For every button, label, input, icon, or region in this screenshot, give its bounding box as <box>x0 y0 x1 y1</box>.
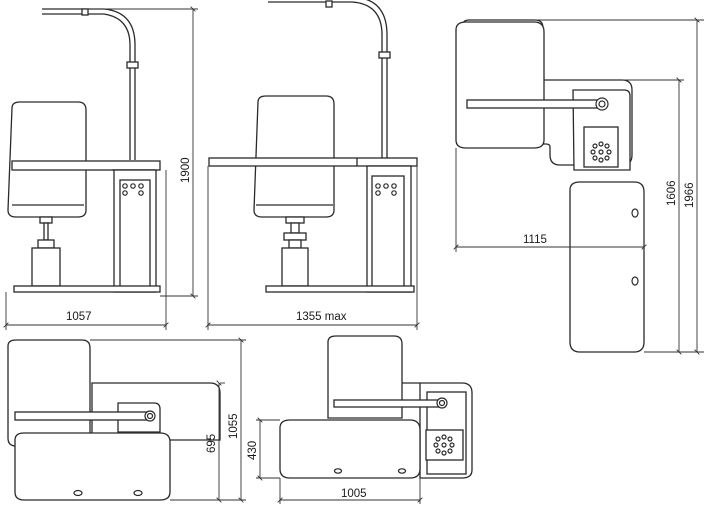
dim-bottom-left-inner: 695 <box>206 434 218 453</box>
chair-top <box>7 339 91 447</box>
dim-bottom-left-outer: 1055 <box>228 413 240 439</box>
dim-front-width: 1057 <box>66 311 92 323</box>
tabletop <box>11 160 161 171</box>
tabletop <box>466 99 604 109</box>
floor-plate <box>265 285 415 293</box>
chair-top <box>455 21 545 149</box>
tabletop <box>14 411 152 421</box>
dim-top-length-inner: 1606 <box>666 180 678 206</box>
lamp-clamp <box>126 61 139 69</box>
view-top-left: 695 1055 <box>7 339 246 501</box>
dim-top-depth: 1115 <box>523 234 547 246</box>
dim-top-length-outer: 1966 <box>684 182 696 208</box>
floor-plate-top <box>569 181 645 353</box>
dim-side-width: 1355 max <box>296 311 347 323</box>
view-top: 1115 1606 1966 <box>456 20 704 352</box>
view-side: 1355 max <box>208 0 417 330</box>
lamp-arm <box>42 13 131 160</box>
dim-bottom-right-height: 430 <box>247 441 259 460</box>
floor-plate-top <box>279 419 421 479</box>
floor-plate <box>13 285 161 293</box>
chair-back <box>7 101 87 218</box>
tabletop <box>208 157 418 167</box>
floor-plate-top <box>14 432 171 501</box>
dim-front-height: 1900 <box>180 157 192 183</box>
chair-base <box>31 247 61 287</box>
tabletop <box>333 399 443 408</box>
chair-top <box>327 335 403 419</box>
chair-base <box>281 247 309 287</box>
view-front: 1057 1900 <box>6 9 198 330</box>
dim-bottom-right-width: 1005 <box>341 488 367 500</box>
view-top-right: 430 1005 <box>247 335 473 504</box>
lamp-arm <box>268 1 383 160</box>
chair-back <box>253 95 335 218</box>
